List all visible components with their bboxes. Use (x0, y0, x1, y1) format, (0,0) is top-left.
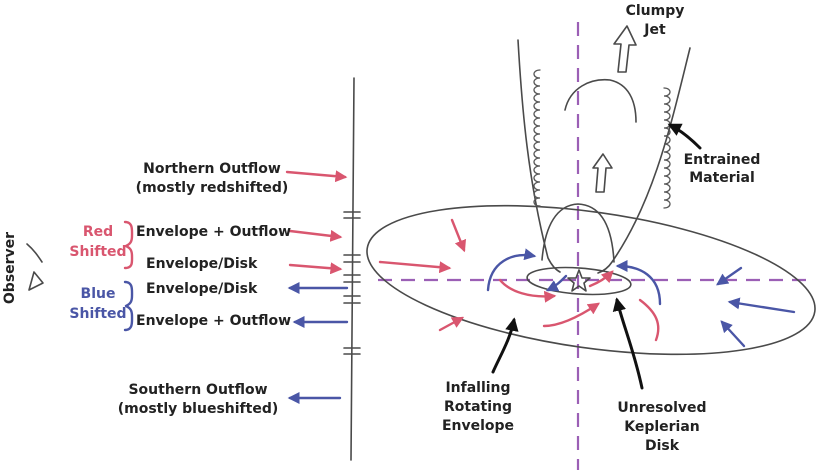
red-shifted-brace (123, 220, 134, 270)
jet-arrow-upper (613, 25, 637, 73)
infalling-envelope-label-line3: Envelope (442, 418, 514, 434)
protostar-star-icon (567, 269, 591, 292)
entrained-material-label-line1: Entrained (684, 152, 761, 168)
unresolved-disk-callout (612, 297, 644, 390)
blue-shifted-label-line1: Blue (81, 286, 116, 302)
entrained-material-label-line2: Material (689, 170, 755, 186)
infalling-envelope-label-line2: Rotating (444, 399, 512, 415)
observer-eye-icon (26, 243, 44, 291)
infalling-envelope-callout (491, 317, 519, 374)
blue-shifted-label-line2: Shifted (69, 306, 126, 322)
envelope-ellipse (366, 204, 816, 356)
observer-label: Observer (2, 232, 18, 304)
spectrum-envelope-outflow-red: Envelope + Outflow (136, 224, 291, 240)
spectrum-envelope-outflow-blue: Envelope + Outflow (136, 313, 291, 329)
blueshift-arrows (287, 248, 796, 404)
entrained-material-coils (533, 69, 671, 209)
infalling-envelope-label-line1: Infalling (445, 380, 510, 396)
unresolved-disk-label-line3: Disk (645, 438, 680, 454)
unresolved-disk-label-line1: Unresolved (617, 400, 706, 416)
southern-outflow-label-line2: (mostly blueshifted) (118, 401, 279, 417)
red-shifted-label-line2: Shifted (69, 244, 126, 260)
northern-outflow-label-line1: Northern Outflow (143, 161, 281, 177)
entrained-material-callout (667, 123, 702, 150)
spectrum-envelope-disk-blue: Envelope/Disk (146, 281, 258, 297)
clumpy-jet-label-line1: Clumpy (626, 3, 685, 19)
unresolved-disk-label-line2: Keplerian (624, 419, 700, 435)
redshift-arrows (285, 170, 660, 342)
spectrum-envelope-disk-red: Envelope/Disk (146, 256, 258, 272)
jet-arrow-lower (592, 153, 613, 193)
northern-outflow-label-line2: (mostly redshifted) (136, 180, 289, 196)
spectrograph-slit (343, 77, 361, 461)
blue-shifted-brace (123, 280, 134, 332)
clumpy-jet-label-line2: Jet (643, 22, 666, 38)
red-shifted-label-line1: Red (83, 224, 113, 240)
keplerian-disk-ellipse (526, 266, 632, 296)
southern-outflow-label-line1: Southern Outflow (128, 382, 267, 398)
